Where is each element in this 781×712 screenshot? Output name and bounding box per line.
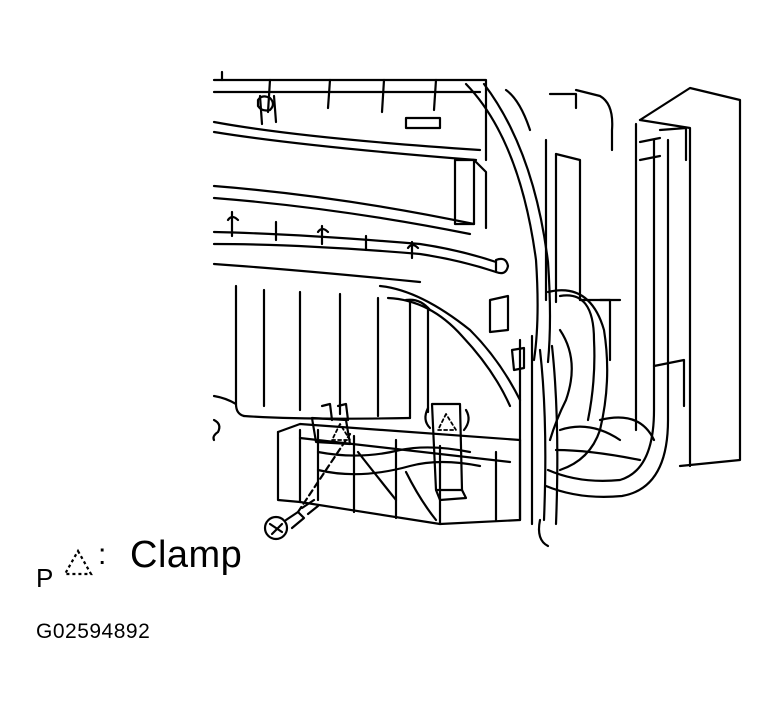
wire-harness xyxy=(378,82,670,548)
middle-louvre xyxy=(212,184,498,274)
legend-separator: : xyxy=(98,538,107,571)
right-casing xyxy=(544,86,742,468)
figure-code: G02594892 xyxy=(36,620,151,643)
screw xyxy=(263,432,352,541)
legend-prefix: P xyxy=(36,563,54,593)
connector-block xyxy=(276,402,522,526)
legend-label: Clamp xyxy=(130,534,243,576)
dashed-triangle-icon xyxy=(63,548,93,576)
clamp-markers xyxy=(331,413,457,441)
upper-vent-housing xyxy=(212,70,488,230)
